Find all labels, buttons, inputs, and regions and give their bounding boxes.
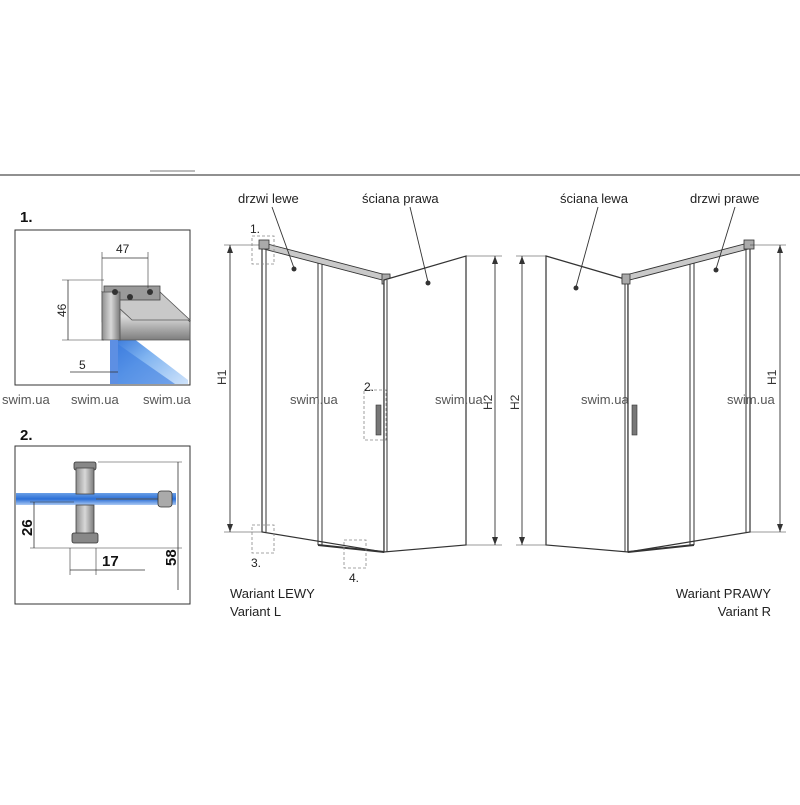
- left-h1-arrow-bottom: [227, 524, 233, 532]
- watermark-row: swim.ua swim.ua swim.ua swim.ua swim.ua swim.…: [2, 392, 775, 407]
- detail-2-roller-bottom-cap: [71, 532, 99, 544]
- left-callout-1: 1.: [250, 222, 260, 236]
- detail-1-dim-small: 5: [79, 358, 86, 372]
- right-leader-dot: [713, 267, 719, 273]
- left-handle: [375, 404, 382, 436]
- right-label-door: drzwi prawe: [690, 191, 759, 206]
- left-callout-3: 3.: [251, 556, 261, 570]
- right-leader-door: [715, 206, 736, 270]
- detail-2-dim-total: 58: [163, 549, 180, 566]
- detail-2-dim-width: 17: [102, 553, 119, 570]
- detail-2-knob: [157, 490, 173, 508]
- right-h2-label: H2: [508, 394, 522, 410]
- watermark-text: swim.ua: [435, 392, 483, 407]
- detail-2-roller-bottom: [75, 504, 95, 536]
- right-h1-arrow-top: [777, 245, 783, 253]
- detail-1-number: 1.: [20, 209, 33, 226]
- detail-1-end-cap: [101, 291, 121, 341]
- left-callout-box-2: [363, 389, 387, 441]
- left-h2-label: H2: [481, 394, 495, 410]
- watermark-text: swim.ua: [143, 392, 191, 407]
- right-title-en: Variant R: [718, 604, 771, 619]
- right-h2-arrow-top: [519, 256, 525, 264]
- right-label-wall: ściana lewa: [560, 191, 629, 206]
- left-label-door: drzwi lewe: [238, 191, 299, 206]
- detail-1-dim-width: 47: [116, 242, 130, 256]
- detail-1: 1. 47 46 5: [14, 209, 192, 386]
- right-handle: [631, 404, 638, 436]
- detail-2-dim-height: 26: [19, 519, 36, 536]
- left-title-pl: Wariant LEWY: [230, 586, 315, 601]
- left-rail-cap: [258, 239, 270, 250]
- detail-1-glass-edge: [110, 340, 118, 384]
- left-callout-box-1: [251, 235, 275, 265]
- left-title-en: Variant L: [230, 604, 281, 619]
- right-h1-label: H1: [765, 369, 779, 385]
- left-leader-dot: [425, 280, 431, 286]
- right-rail-cap: [743, 239, 755, 250]
- left-leader-door: [271, 206, 295, 269]
- right-rail-cap: [621, 273, 631, 285]
- right-title-pl: Wariant PRAWY: [676, 586, 771, 601]
- detail-1-screw-icon: [112, 289, 118, 295]
- watermark-text: swim.ua: [727, 392, 775, 407]
- variant-left-drawing: H1 H2 1. 2. 3. 4. drzwi lewe: [215, 191, 502, 619]
- detail-2-number: 2.: [20, 427, 33, 444]
- left-h2-arrow-top: [492, 256, 498, 264]
- left-callout-4: 4.: [349, 571, 359, 585]
- right-h1-arrow-bottom: [777, 524, 783, 532]
- left-bottom-rail: [317, 544, 385, 553]
- watermark-text: swim.ua: [2, 392, 50, 407]
- detail-1-dim-height: 46: [55, 303, 69, 317]
- left-leader-wall: [409, 206, 429, 283]
- right-bottom-rail: [627, 544, 695, 553]
- detail-2: 2. 26 17 58: [14, 427, 191, 605]
- variant-right-drawing: H2 H1 ściana lewa drzwi prawe Wariant PR…: [508, 191, 786, 619]
- left-h2-arrow-bottom: [492, 537, 498, 545]
- watermark-text: swim.ua: [581, 392, 629, 407]
- watermark-text: swim.ua: [71, 392, 119, 407]
- left-h1-arrow-top: [227, 245, 233, 253]
- detail-1-screw-icon: [147, 289, 153, 295]
- left-leader-dot: [291, 266, 297, 272]
- watermark-text: swim.ua: [290, 392, 338, 407]
- left-callout-2: 2.: [364, 380, 374, 394]
- detail-1-glass-shade: [112, 340, 175, 384]
- detail-1-screw-icon: [127, 294, 133, 300]
- left-label-wall: ściana prawa: [362, 191, 439, 206]
- left-h1-label: H1: [215, 369, 229, 385]
- right-leader-wall: [575, 206, 599, 288]
- left-callout-box-3: [251, 524, 275, 554]
- detail-2-frame: [14, 445, 191, 605]
- right-h2-arrow-bottom: [519, 537, 525, 545]
- right-leader-dot: [573, 285, 579, 291]
- detail-2-roller-top: [75, 467, 95, 495]
- left-callout-box-4: [343, 539, 367, 569]
